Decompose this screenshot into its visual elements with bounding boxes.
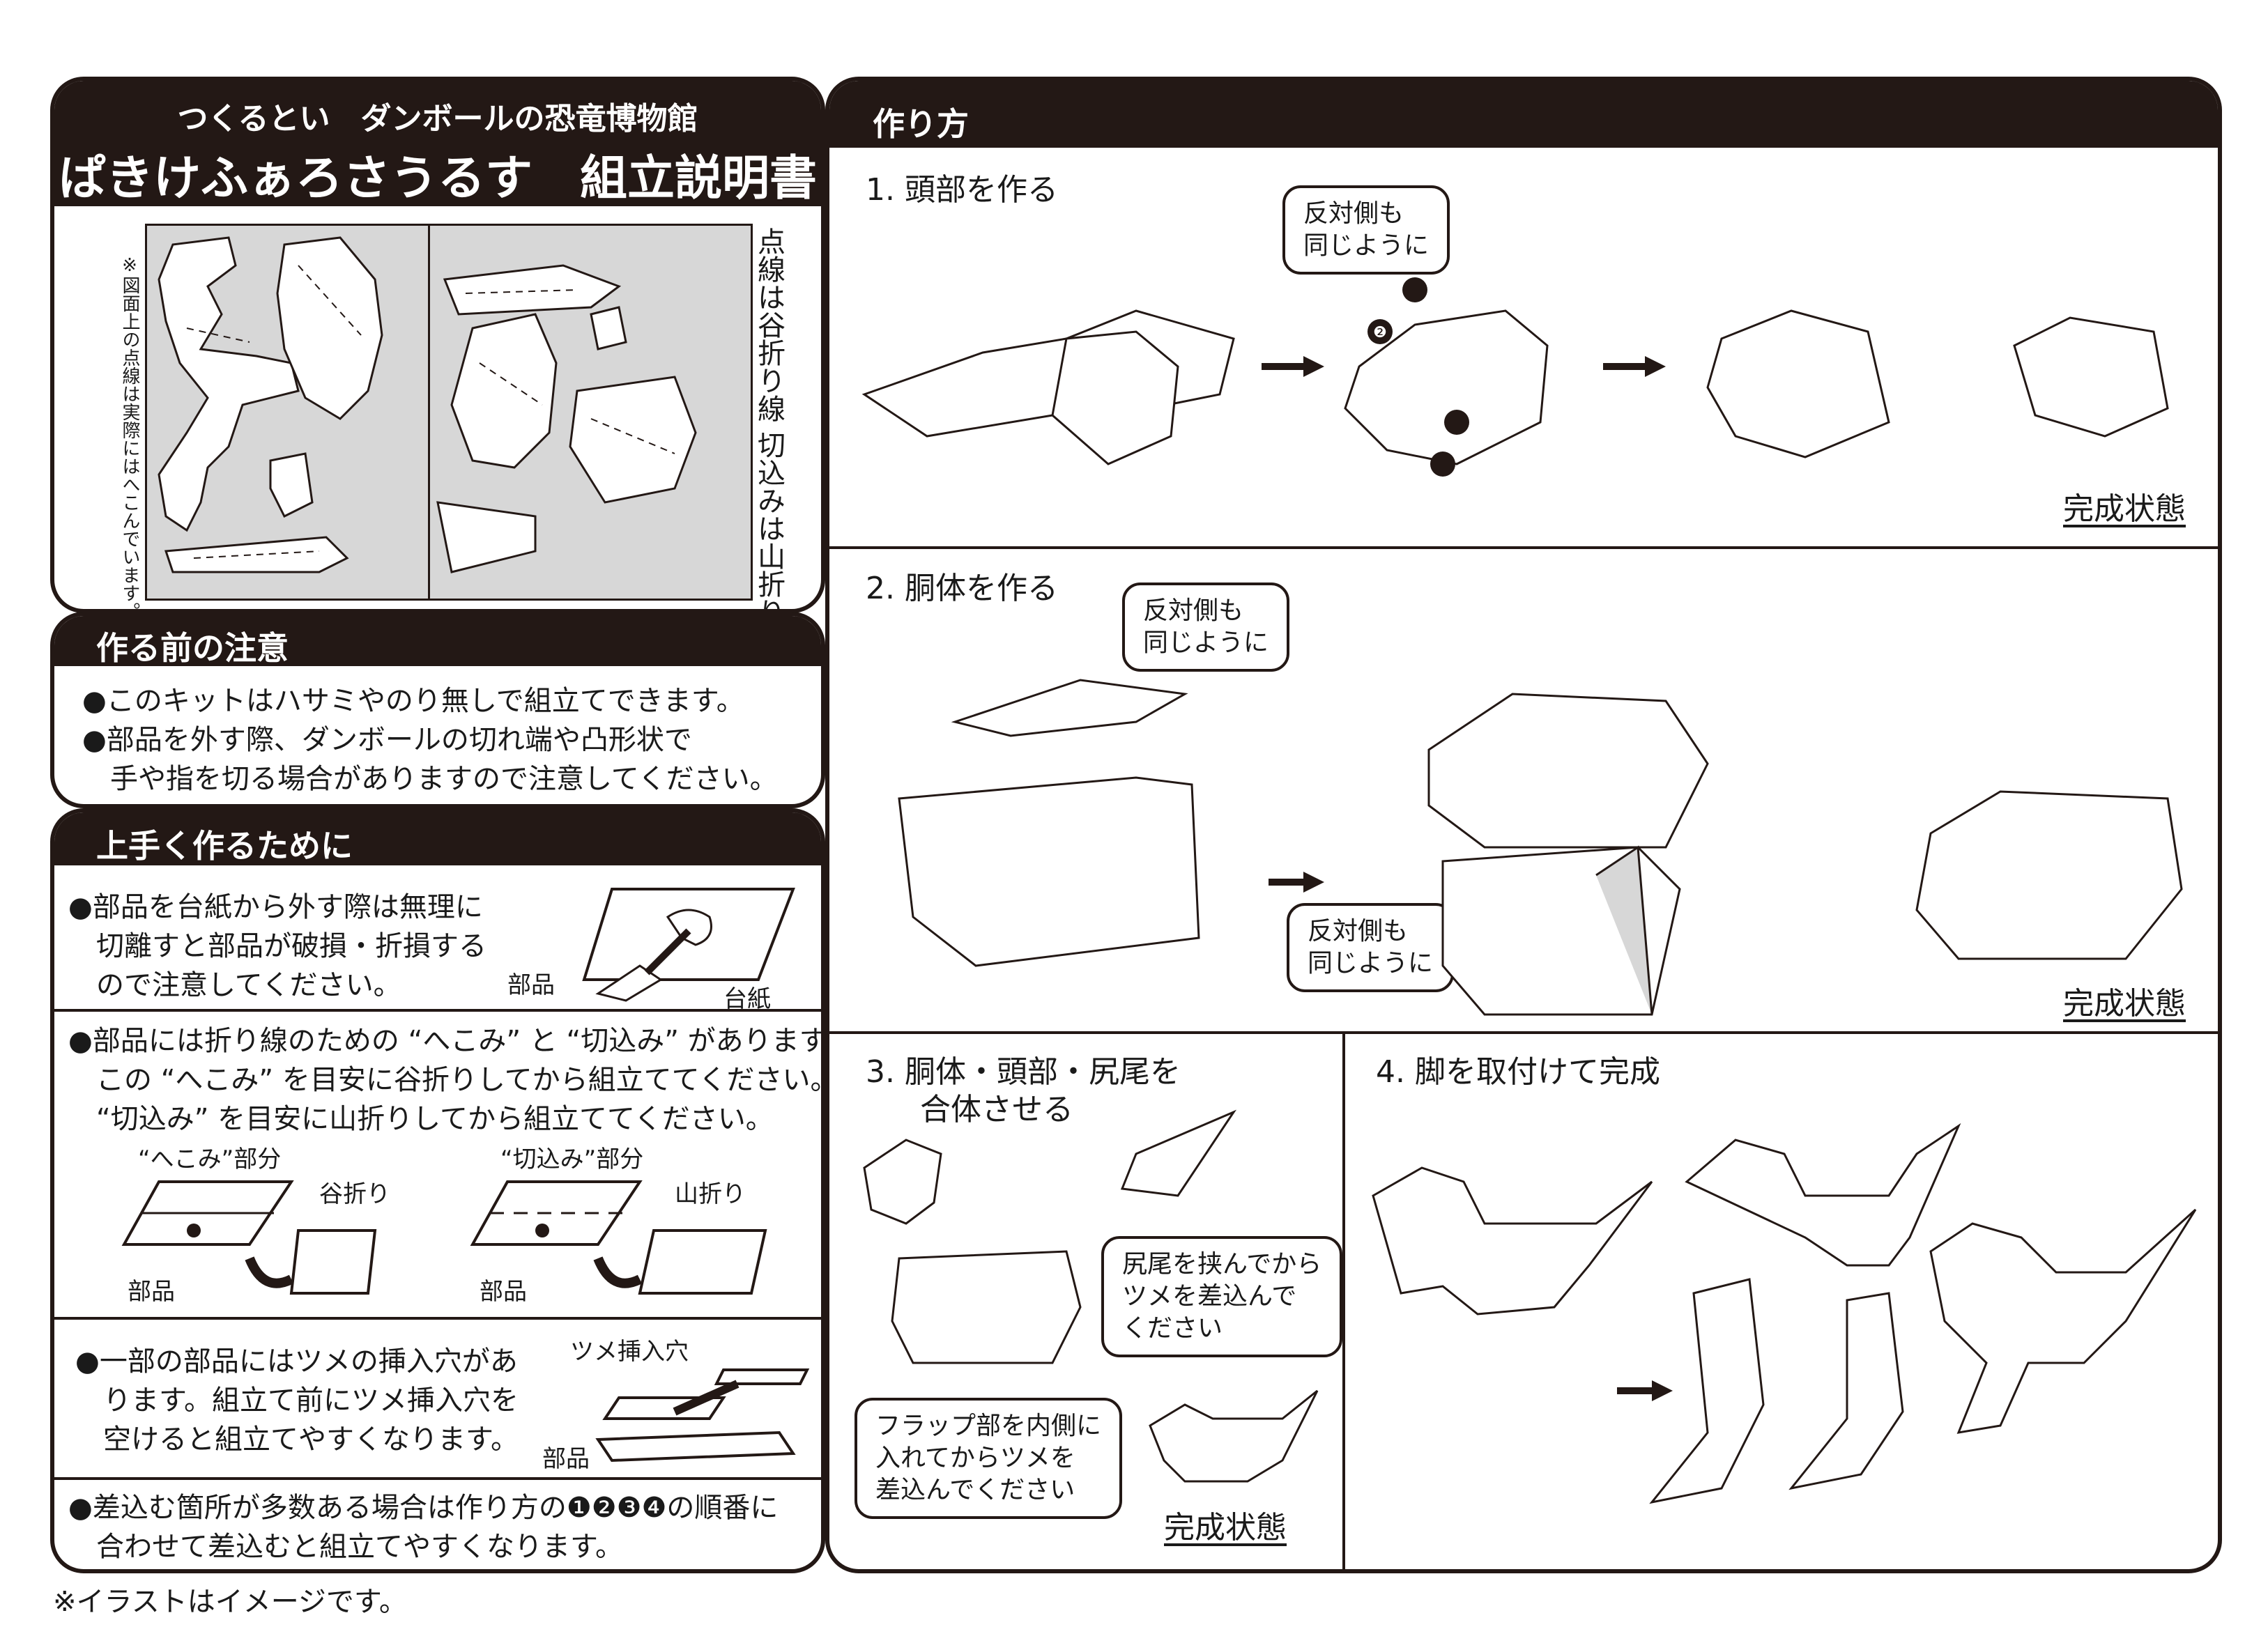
step-divider-vertical	[1342, 1031, 1345, 1569]
step3-title-line-1: 3. 胴体・頭部・尻尾を	[866, 1054, 1181, 1090]
tip-divider-2	[54, 1317, 821, 1320]
tip2-buhin-label-2: 部品	[480, 1278, 527, 1306]
step3-bubble-tail-line-1: 尻尾を挟んでから	[1122, 1250, 1322, 1279]
step2-bubble-bottom: 反対側も 同じように	[1287, 903, 1455, 992]
tip-divider-1	[54, 1009, 821, 1012]
step-divider-1	[829, 546, 2218, 549]
step2-title: 2. 胴体を作る	[866, 571, 1058, 606]
fold-note-2: 切込みは山折り線	[753, 431, 785, 613]
step3-title-line-2: 合体させる	[920, 1092, 1073, 1127]
step2-bubble-top-line-2: 同じように	[1143, 628, 1269, 657]
step3-bubble-flap-line-3: 差込んでください	[875, 1476, 1075, 1504]
howto-panel: 作り方 1. 頭部を作る 反対側も 同じように ❷ 完成状態 2. 胴体を作る …	[825, 77, 2222, 1573]
step1-title: 1. 頭部を作る	[866, 172, 1058, 208]
tip1-line-1: ●部品を台紙から外す際は無理に	[68, 891, 483, 923]
tip2-line-2: この “へこみ” を目安に谷折りしてから組立ててください。	[68, 1064, 825, 1096]
header-title: ぱきけふぁろさうるす 組立説明書	[58, 151, 817, 206]
step1-marker-2: ❷	[1373, 324, 1387, 341]
tip-divider-3	[54, 1477, 821, 1480]
step1-illustration: ❷	[861, 277, 2169, 477]
step3-bubble-tail-line-2: ツメを差込んで	[1122, 1282, 1297, 1311]
tip3-part-label: 部品	[542, 1445, 590, 1473]
parts-outlines	[158, 236, 697, 573]
tip3-line-2: ります。組立て前にツメ挿入穴を	[75, 1384, 519, 1417]
tip1-line-3: ので注意してください。	[68, 969, 401, 1001]
title-header: つくるとい ダンボールの恐竜博物館 ぱきけふぁろさうるす 組立説明書	[54, 81, 821, 206]
step4-title: 4. 脚を取付けて完成	[1376, 1054, 1660, 1090]
caution-line-1: ●このキットはハサミやのり無しで組立てできます。	[82, 685, 744, 717]
tip2-line-1: ●部品には折り線のための “へこみ” と “切込み” があります。	[68, 1025, 825, 1057]
tip3-hole-label: ツメ挿入穴	[570, 1338, 689, 1366]
tip1-line-2: 切離すと部品が破損・折損する	[68, 930, 486, 962]
step1-done-label: 完成状態	[2063, 491, 2186, 527]
step3-bubble-flap: フラップ部を内側に 入れてからツメを 差込んでください	[855, 1398, 1123, 1519]
step3-final-dino	[1149, 1389, 1319, 1483]
caution-panel: 作る前の注意 ●このキットはハサミやのり無しで組立てできます。 ●部品を外す際、…	[50, 612, 825, 808]
tip3-illustration	[595, 1368, 810, 1463]
fold-note: 点線は谷折り線 切込みは山折り線	[751, 227, 821, 609]
step1-bubble-line-2: 同じように	[1303, 231, 1430, 260]
tip2-illustration	[121, 1180, 767, 1295]
step4-illustration	[1372, 1123, 2197, 1504]
caution-line-2: ●部品を外す際、ダンボールの切れ端や凸形状で	[82, 724, 692, 756]
step2-bubble-bottom-line-1: 反対側も	[1308, 917, 1409, 946]
step-divider-2	[829, 1031, 2218, 1034]
step2-bubble-bottom-line-2: 同じように	[1308, 949, 1434, 978]
step1-bubble-line-1: 反対側も	[1303, 199, 1404, 228]
tip1-label-part: 部品	[507, 971, 555, 999]
tip4-line-1: ●差込む箇所が多数ある場合は作り方の❶❷❸❹の順番に	[68, 1492, 779, 1524]
step2-illustration	[898, 679, 2183, 1016]
tip2-hekomi-label: “へこみ”部分	[138, 1146, 282, 1173]
footer-note: ※イラストはイメージです。	[53, 1586, 407, 1618]
tips-header: 上手く作るために	[54, 812, 821, 865]
tip2-line-3: “切込み” を目安に山折りしてから組立ててください。	[68, 1103, 774, 1135]
tip2-kirikomi-label: “切込み”部分	[500, 1146, 644, 1173]
step2-done-label: 完成状態	[2063, 986, 2186, 1021]
step3-bubble-tail: 尻尾を挟んでから ツメを差込んで ください	[1101, 1236, 1343, 1357]
caution-title: 作る前の注意	[96, 629, 289, 667]
tip2-buhin-label-1: 部品	[128, 1278, 175, 1306]
caution-line-3: 手や指を切る場合がありますので注意してください。	[82, 763, 778, 795]
tips-panel: 上手く作るために ●部品を台紙から外す際は無理に 切離すと部品が破損・折損する …	[50, 808, 825, 1573]
tip1-label-base: 台紙	[723, 985, 771, 1013]
step3-bubble-tail-line-3: ください	[1122, 1314, 1223, 1343]
step3-illustration	[863, 1109, 1237, 1364]
parts-sheet-note: ※図面上の点線は実際にはへこんでいます。	[117, 255, 143, 613]
step1-bubble: 反対側も 同じように	[1282, 185, 1450, 275]
header-subtitle: つくるとい ダンボールの恐竜博物館	[177, 101, 698, 137]
sheet-note-text: ※図面上の点線は実際にはへこんでいます。	[119, 255, 140, 613]
howto-header: 作り方	[829, 81, 2218, 148]
tip2-yamaori-label: 山折り	[675, 1180, 746, 1208]
tip4-line-2: 合わせて差込むと組立てやすくなります。	[68, 1531, 623, 1563]
tip1-illustration	[582, 888, 795, 1002]
tip3-line-1: ●一部の部品にはツメの挿入穴があ	[75, 1345, 518, 1378]
caution-header: 作る前の注意	[54, 616, 821, 667]
step3-done-label: 完成状態	[1164, 1510, 1287, 1545]
step2-bubble-top-line-1: 反対側も	[1143, 596, 1244, 625]
step3-bubble-flap-line-2: 入れてからツメを	[875, 1444, 1075, 1472]
fold-note-1: 点線は谷折り線	[753, 227, 785, 422]
tip3-line-3: 空けると組立てやすくなります。	[75, 1424, 519, 1456]
step2-bubble-top: 反対側も 同じように	[1122, 583, 1290, 672]
tips-title: 上手く作るために	[96, 827, 353, 865]
step3-bubble-flap-line-1: フラップ部を内側に	[875, 1412, 1102, 1440]
tip2-tanioori-label: 谷折り	[319, 1180, 390, 1208]
howto-title: 作り方	[873, 105, 969, 143]
title-panel: つくるとい ダンボールの恐竜博物館 ぱきけふぁろさうるす 組立説明書 ※図面上の…	[50, 77, 825, 613]
